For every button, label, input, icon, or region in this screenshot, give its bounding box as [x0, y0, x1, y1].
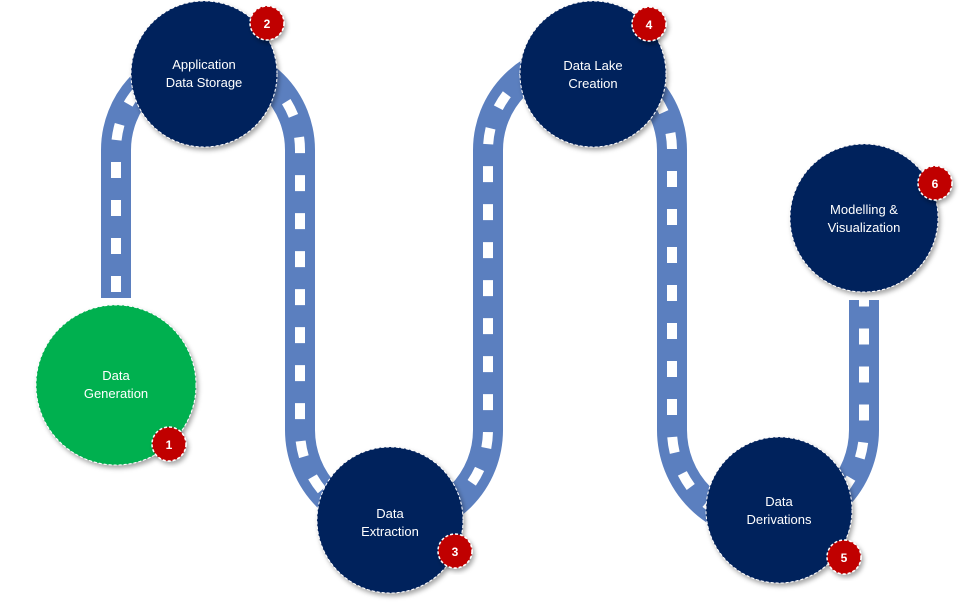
step-1-number: 1	[166, 438, 173, 452]
step-6-label-line2: Visualization	[828, 220, 901, 235]
step-2-label-line2: Data Storage	[166, 75, 243, 90]
step-4-number: 4	[646, 18, 653, 32]
step-4-label-line1: Data Lake	[563, 58, 622, 73]
step-4-badge	[631, 6, 667, 42]
step-1-label-line1: Data	[102, 368, 130, 383]
step-6-label-line1: Modelling &	[830, 202, 898, 217]
step-1-label-line2: Generation	[84, 386, 148, 401]
step-2-node: Application Data Storage 2	[130, 0, 285, 148]
step-5-node: Data Derivations 5	[705, 436, 862, 584]
step-5-label-line2: Derivations	[746, 512, 812, 527]
step-1-circle	[35, 304, 197, 466]
step-5-number: 5	[841, 551, 848, 565]
step-6-badge	[917, 165, 953, 201]
step-2-label-line1: Application	[172, 57, 236, 72]
step-6-circle	[789, 143, 939, 293]
step-5-circle	[705, 436, 853, 584]
step-6-number: 6	[932, 177, 939, 191]
step-3-node: Data Extraction 3	[316, 446, 473, 594]
step-4-node: Data Lake Creation 4	[519, 0, 667, 148]
step-4-label-line2: Creation	[568, 76, 617, 91]
step-2-number: 2	[264, 17, 271, 31]
step-3-badge	[437, 533, 473, 569]
step-2-circle	[130, 0, 278, 148]
step-5-badge	[826, 539, 862, 575]
step-3-number: 3	[452, 545, 459, 559]
step-6-node: Modelling & Visualization 6	[789, 143, 953, 293]
step-5-label-line1: Data	[765, 494, 793, 509]
step-3-circle	[316, 446, 464, 594]
step-3-label-line1: Data	[376, 506, 404, 521]
step-3-label-line2: Extraction	[361, 524, 419, 539]
step-2-badge	[249, 5, 285, 41]
step-1-badge	[151, 426, 187, 462]
step-4-circle	[519, 0, 667, 148]
step-1-node: Data Generation 1	[35, 304, 197, 466]
